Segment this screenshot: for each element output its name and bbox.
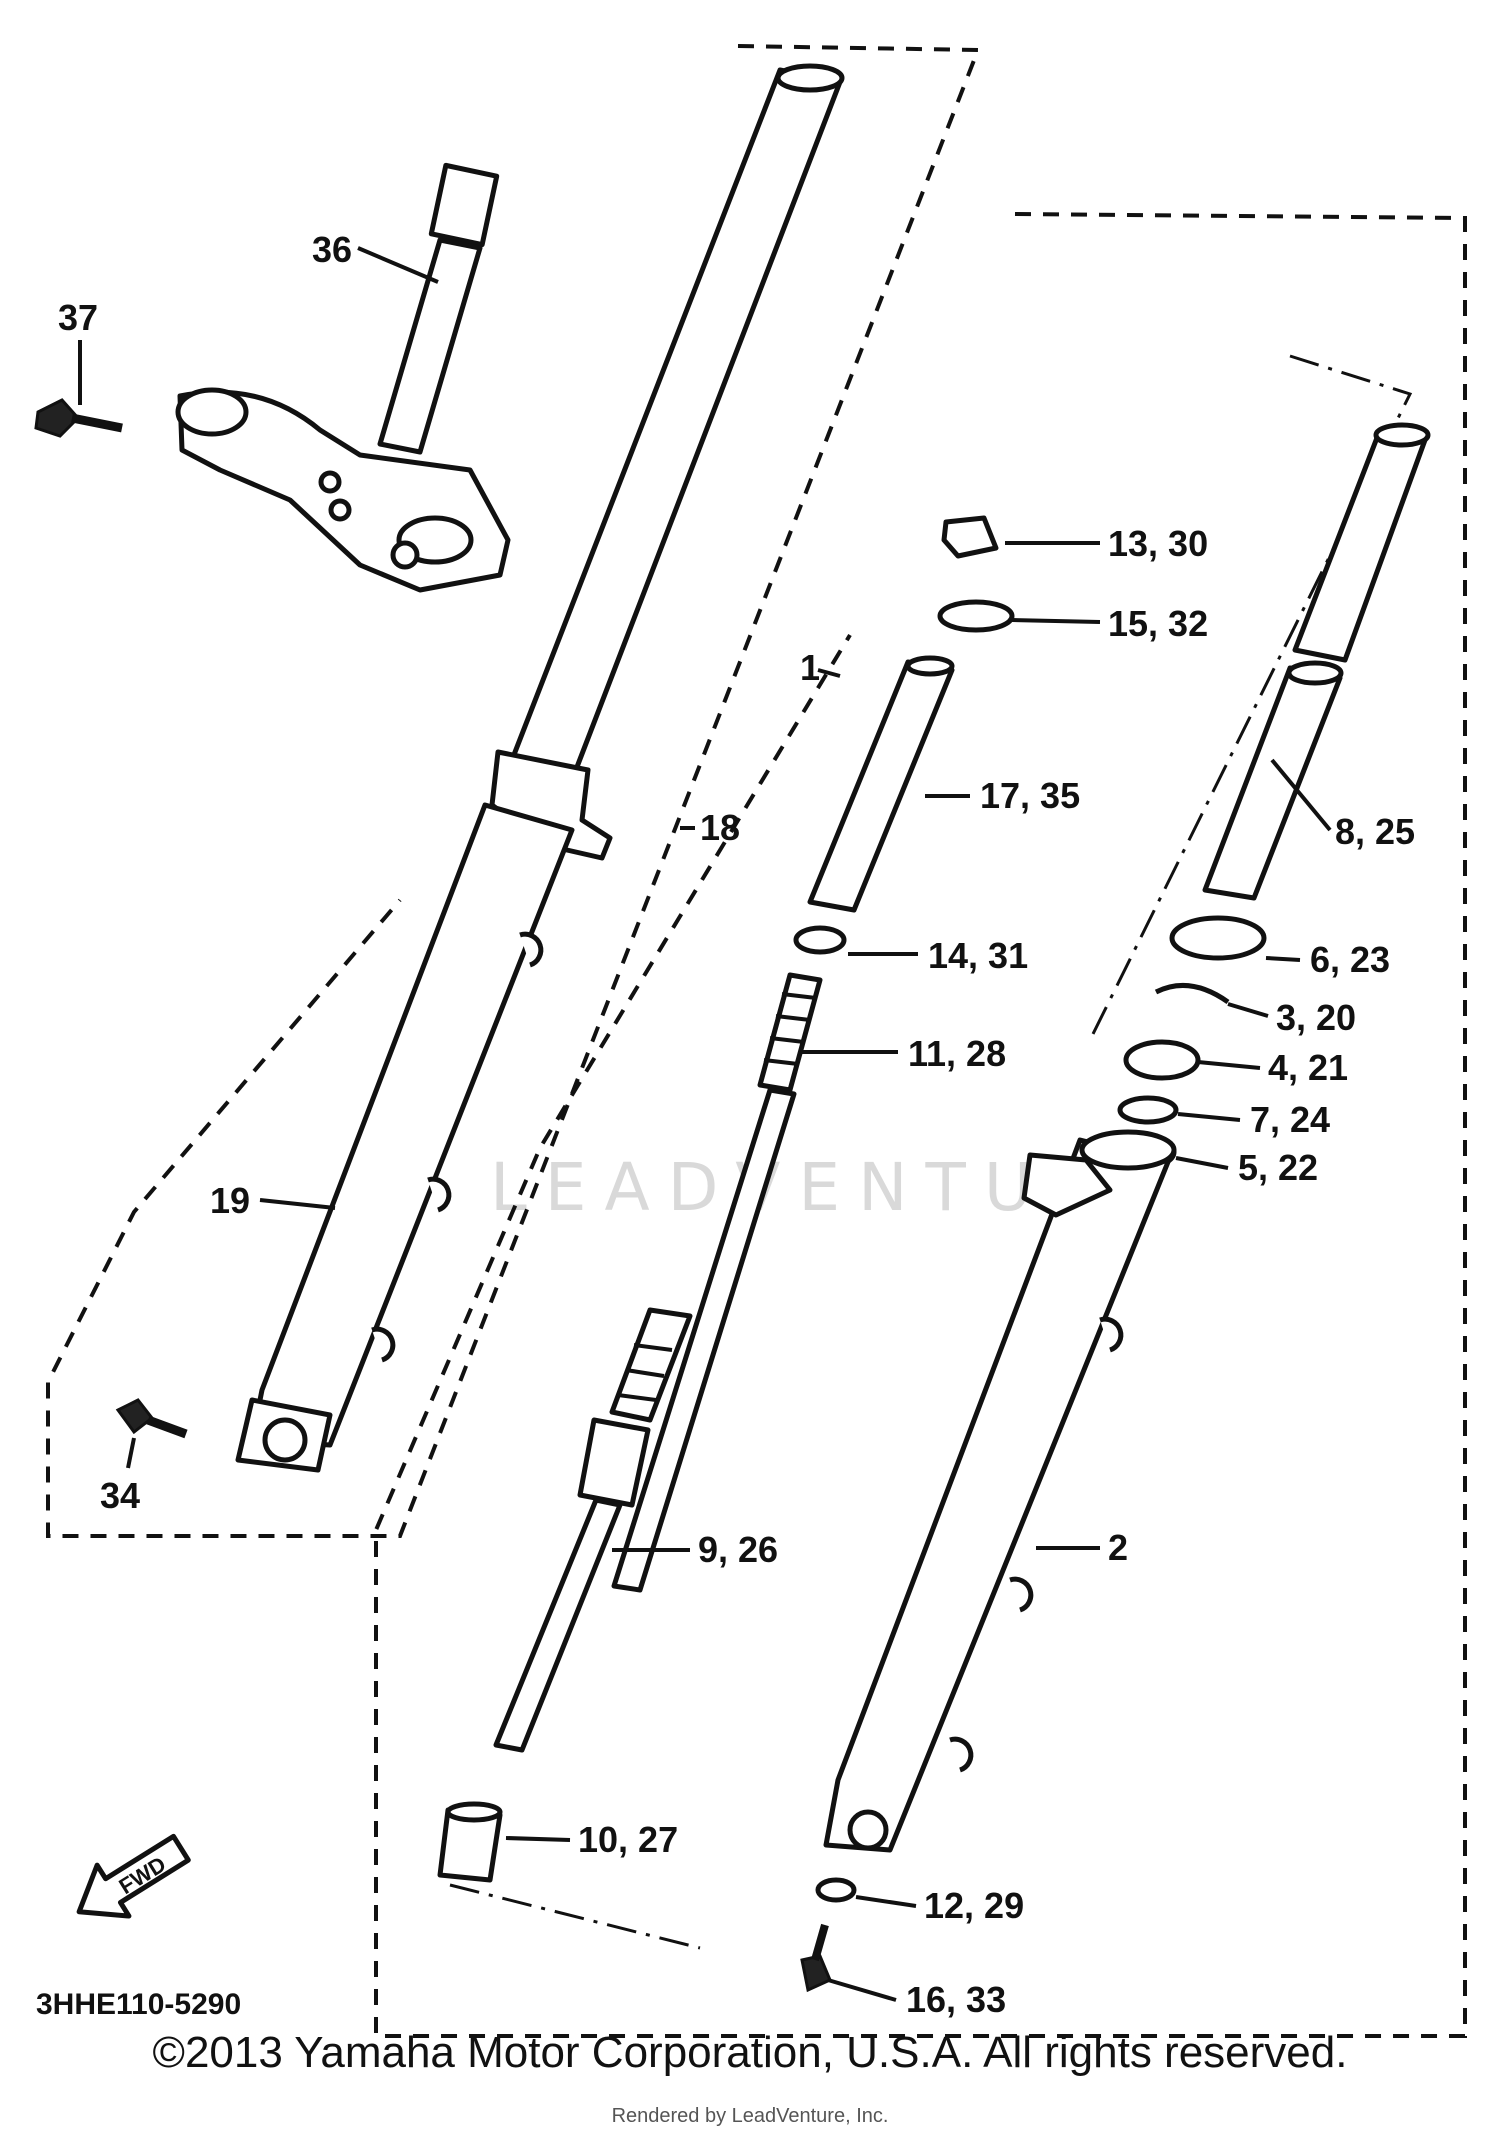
outer-tube-19 bbox=[249, 802, 575, 1448]
left-fork-assembly bbox=[235, 63, 845, 1473]
oil-seal-4 bbox=[1123, 1039, 1201, 1081]
callout-1: 1 bbox=[800, 647, 820, 688]
gasket-12 bbox=[815, 1877, 857, 1903]
callout-17-35: 17, 35 bbox=[980, 775, 1080, 816]
bolt-16 bbox=[800, 1954, 832, 1993]
callout-7-24: 7, 24 bbox=[1250, 1099, 1330, 1140]
callout-13-30: 13, 30 bbox=[1108, 523, 1208, 564]
dust-seal-6 bbox=[1169, 915, 1267, 961]
callout-9-26: 9, 26 bbox=[698, 1529, 778, 1570]
callout-3-20: 3, 20 bbox=[1276, 997, 1356, 1038]
callout-14-31: 14, 31 bbox=[928, 935, 1028, 976]
damper-piston bbox=[577, 1417, 651, 1508]
callout-6-23: 6, 23 bbox=[1310, 939, 1390, 980]
damper-rod-9 bbox=[611, 1087, 797, 1593]
rebound-spring-11 bbox=[757, 972, 823, 1093]
callout-5-22: 5, 22 bbox=[1238, 1147, 1318, 1188]
callout-19: 19 bbox=[210, 1180, 250, 1221]
washer-14 bbox=[793, 925, 847, 955]
damper-rod-assembly bbox=[437, 515, 1015, 1883]
clip-3 bbox=[1154, 983, 1230, 1005]
bolt-37 bbox=[34, 398, 123, 438]
callout-4-21: 4, 21 bbox=[1268, 1047, 1348, 1088]
callout-16-33: 16, 33 bbox=[906, 1979, 1006, 2020]
bolt-34 bbox=[115, 1398, 188, 1439]
washer-7 bbox=[1117, 1095, 1179, 1125]
leader-lines bbox=[78, 246, 1332, 2002]
right-fork-assembly bbox=[449, 354, 1431, 1993]
spacer-17 bbox=[807, 659, 955, 913]
callout-36: 36 bbox=[312, 229, 352, 270]
steering-stem-assembly bbox=[175, 162, 511, 593]
fwd-arrow: FWD bbox=[76, 1833, 191, 1919]
callout-12-29: 12, 29 bbox=[924, 1885, 1024, 1926]
callout-11-28: 11, 28 bbox=[908, 1033, 1006, 1074]
inner-tube-8 bbox=[1202, 665, 1343, 901]
o-ring-15 bbox=[937, 599, 1015, 633]
callout-15-32: 15, 32 bbox=[1108, 603, 1208, 644]
spring-coils bbox=[763, 992, 817, 1066]
rendered-by-credit: Rendered by LeadVenture, Inc. bbox=[611, 2105, 889, 2127]
cap-13 bbox=[941, 515, 999, 559]
callout-34: 34 bbox=[100, 1475, 140, 1516]
inner-tube-upper bbox=[1292, 427, 1428, 663]
callout-18: 18 bbox=[700, 807, 740, 848]
callout-37: 37 bbox=[58, 297, 98, 338]
diagram-code: 3HHE110-5290 bbox=[36, 1988, 241, 2021]
lower-spring bbox=[609, 1307, 693, 1423]
fwd-arrow-icon bbox=[76, 1833, 191, 1919]
outer-tube-2 bbox=[823, 1137, 1171, 1853]
callout-labels: 36 37 19 34 18 1 13, 30 15, 32 17, 35 14… bbox=[58, 229, 1415, 2020]
group-outlines bbox=[46, 44, 1467, 2038]
copyright-notice: ©2013 Yamaha Motor Corporation, U.S.A. A… bbox=[152, 2028, 1348, 2077]
outer-tube-18 bbox=[507, 67, 843, 783]
callout-2: 2 bbox=[1108, 1527, 1128, 1568]
callout-8-25: 8, 25 bbox=[1335, 811, 1415, 852]
callout-10-27: 10, 27 bbox=[578, 1819, 678, 1860]
